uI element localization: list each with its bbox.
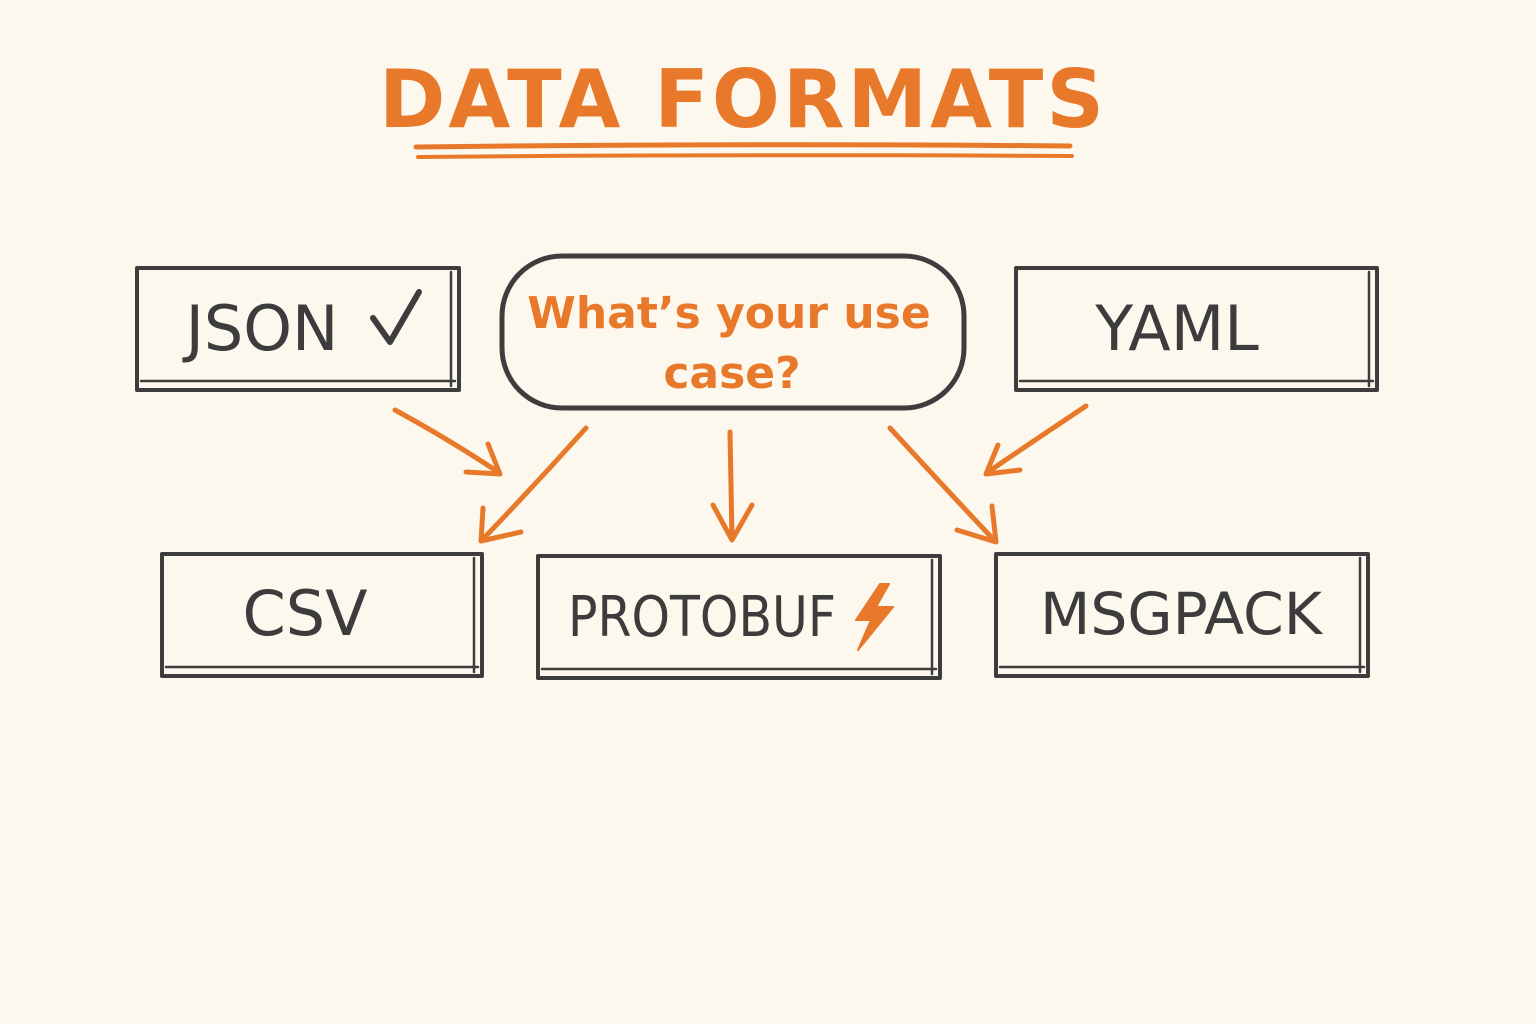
arrows	[392, 403, 1089, 545]
json-label: JSON	[182, 292, 339, 365]
arrow-json-down	[392, 407, 503, 477]
arrow-bubble-to-csv	[478, 425, 589, 544]
protobuf-label: PROTOBUF	[568, 585, 836, 650]
use-case-line-2: case?	[663, 348, 800, 399]
title-underline-bottom	[416, 153, 1074, 159]
use-case-line-1: What’s your use	[527, 288, 930, 339]
protobuf-box: PROTOBUF	[536, 554, 942, 680]
csv-label: CSV	[242, 577, 367, 650]
msgpack-box: MSGPACK	[994, 552, 1370, 678]
arrow-yaml-down	[983, 403, 1089, 477]
checkmark-icon	[370, 289, 422, 345]
msgpack-label: MSGPACK	[1040, 580, 1324, 648]
title-underline-top	[413, 142, 1073, 150]
title-group: DATA FORMATS	[379, 53, 1107, 159]
arrow-bubble-to-protobuf	[710, 429, 755, 543]
json-box: JSON	[135, 266, 461, 392]
arrow-bubble-to-msgpack	[887, 425, 999, 545]
csv-box: CSV	[160, 552, 484, 678]
diagram-title: DATA FORMATS	[379, 53, 1107, 146]
yaml-box: YAML	[1014, 266, 1379, 392]
use-case-bubble: What’s your use case?	[499, 253, 967, 411]
yaml-label: YAML	[1094, 292, 1259, 365]
lightning-bolt-icon	[855, 583, 894, 651]
